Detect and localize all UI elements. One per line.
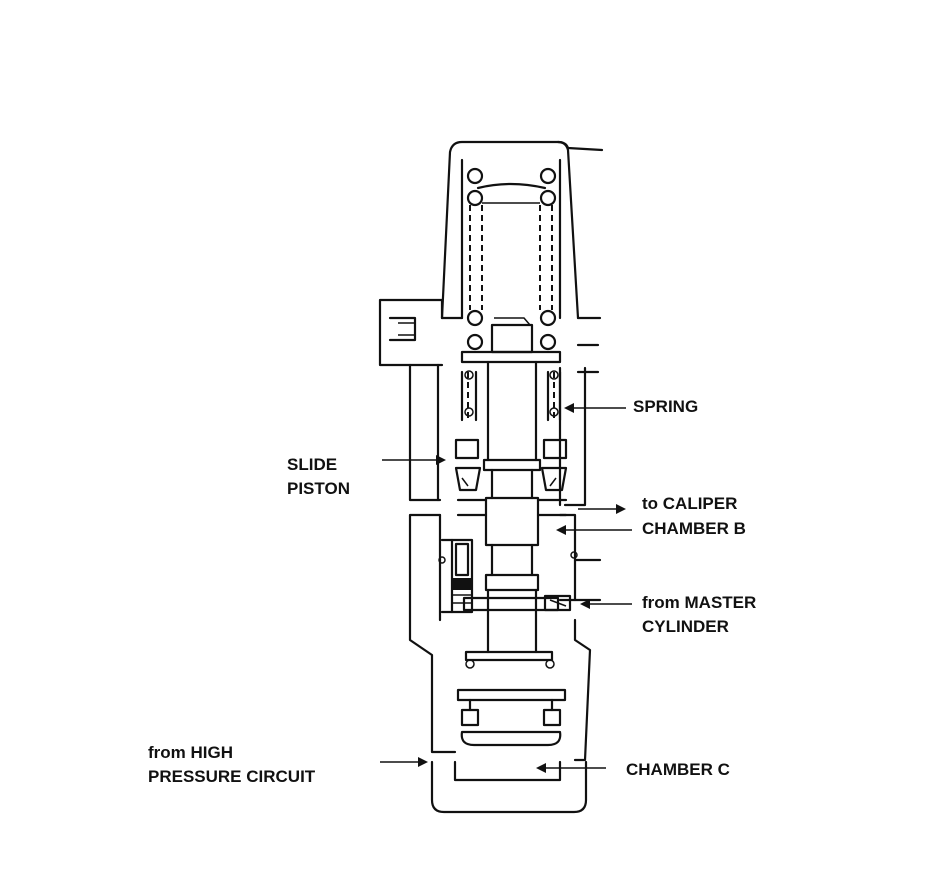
slide-piston-label-line1: SLIDE — [287, 455, 337, 474]
from-high-label-line2: PRESSURE CIRCUIT — [148, 767, 316, 786]
from-master-label-line2: CYLINDER — [642, 617, 729, 636]
to-caliper-label-line2: CHAMBER B — [642, 519, 746, 538]
from-master-label-line1: from MASTER — [642, 593, 756, 612]
spring-label: SPRING — [633, 397, 698, 416]
slide-piston-label-line2: PISTON — [287, 479, 350, 498]
to-caliper-label-line1: to CALIPER — [642, 494, 737, 513]
from-high-label-line1: from HIGH — [148, 743, 233, 762]
chamber-c-label: CHAMBER C — [626, 760, 730, 779]
valve-housing — [378, 140, 604, 814]
inner-seals — [438, 370, 578, 727]
callout-arrows — [380, 403, 632, 773]
diagram-labels: SPRING SLIDE PISTON to CALIPER CHAMBER B… — [148, 397, 756, 786]
spring-chamber — [460, 158, 562, 364]
